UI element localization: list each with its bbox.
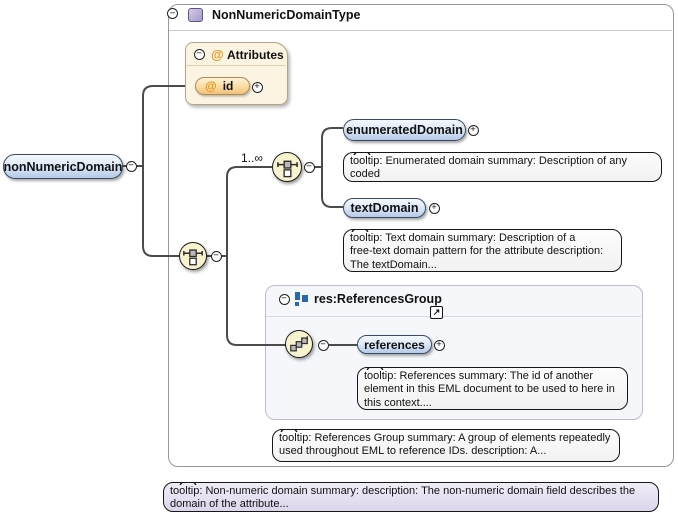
tooltip-caret bbox=[353, 152, 371, 155]
expand-enumeratedDomain-button[interactable]: + bbox=[468, 125, 479, 136]
tooltip-references-group: tooltip: References Group summary: A gro… bbox=[272, 429, 620, 462]
collapse-type-button[interactable]: − bbox=[167, 8, 178, 19]
choice-compositor-icon[interactable] bbox=[179, 242, 207, 270]
collapse-choice-button[interactable]: − bbox=[304, 162, 315, 173]
tooltip-text: tooltip: References summary: The id of a… bbox=[358, 368, 627, 410]
tooltip-references: tooltip: References summary: The id of a… bbox=[357, 367, 628, 410]
type-box-header-divider bbox=[169, 30, 672, 31]
expand-references-button[interactable]: + bbox=[434, 340, 445, 351]
collapse-attributes-button[interactable]: − bbox=[194, 49, 205, 60]
references-group-title: res:ReferencesGroup bbox=[314, 292, 442, 306]
collapse-group-button[interactable]: − bbox=[318, 340, 329, 351]
collapse-references-group-button[interactable]: − bbox=[279, 294, 290, 305]
attributes-divider bbox=[186, 65, 286, 66]
occurrence-label: 1..∞ bbox=[241, 151, 263, 165]
references-group-divider bbox=[266, 316, 641, 317]
tooltip-text: tooltip: References Group summary: A gro… bbox=[273, 430, 619, 461]
element-references[interactable]: references bbox=[357, 335, 432, 354]
choice-glyph bbox=[182, 245, 204, 267]
element-enumeratedDomain[interactable]: enumeratedDomain bbox=[343, 119, 466, 141]
complex-type-icon bbox=[188, 8, 203, 22]
element-label: nonNumericDomain bbox=[4, 160, 123, 174]
model-group-icon[interactable] bbox=[285, 330, 313, 358]
choice-compositor-icon[interactable] bbox=[272, 152, 302, 182]
expand-textDomain-button[interactable]: + bbox=[429, 203, 440, 214]
tooltip-caret bbox=[179, 482, 197, 485]
element-label: textDomain bbox=[350, 201, 418, 215]
element-nonNumericDomain[interactable]: nonNumericDomain bbox=[3, 154, 123, 179]
attribute-id[interactable]: @ id bbox=[195, 77, 250, 95]
choice-glyph bbox=[276, 156, 299, 179]
element-label: enumeratedDomain bbox=[346, 123, 463, 137]
group-icon bbox=[295, 292, 309, 307]
go-to-definition-icon[interactable]: ↗ bbox=[430, 306, 443, 319]
tooltip-text: tooltip: Non-numeric domain summary: des… bbox=[164, 483, 658, 512]
type-box-title: NonNumericDomainType bbox=[212, 8, 360, 22]
element-label: references bbox=[364, 338, 425, 352]
group-glyph bbox=[288, 333, 310, 355]
tooltip-enumeratedDomain: tooltip: Enumerated domain summary: Desc… bbox=[343, 152, 662, 182]
attribute-at-icon: @ bbox=[205, 79, 217, 93]
tooltip-caret bbox=[280, 429, 298, 432]
collapse-choice-button[interactable]: − bbox=[211, 251, 222, 262]
tooltip-caret bbox=[366, 367, 384, 370]
tooltip-nonNumericDomain: tooltip: Non-numeric domain summary: des… bbox=[163, 482, 659, 512]
expand-id-button[interactable]: + bbox=[252, 82, 263, 93]
attribute-at-icon: @ bbox=[211, 47, 224, 62]
tooltip-text: tooltip: Enumerated domain summary: Desc… bbox=[344, 153, 661, 182]
tooltip-textDomain: tooltip: Text domain summary: Descriptio… bbox=[343, 229, 622, 272]
collapse-nonNumericDomain-button[interactable]: − bbox=[126, 161, 137, 172]
tooltip-caret bbox=[351, 229, 369, 232]
attributes-box-title: Attributes bbox=[227, 48, 284, 62]
tooltip-text: tooltip: Text domain summary: Descriptio… bbox=[344, 230, 621, 272]
element-textDomain[interactable]: textDomain bbox=[343, 198, 426, 218]
attribute-label: id bbox=[223, 79, 234, 93]
